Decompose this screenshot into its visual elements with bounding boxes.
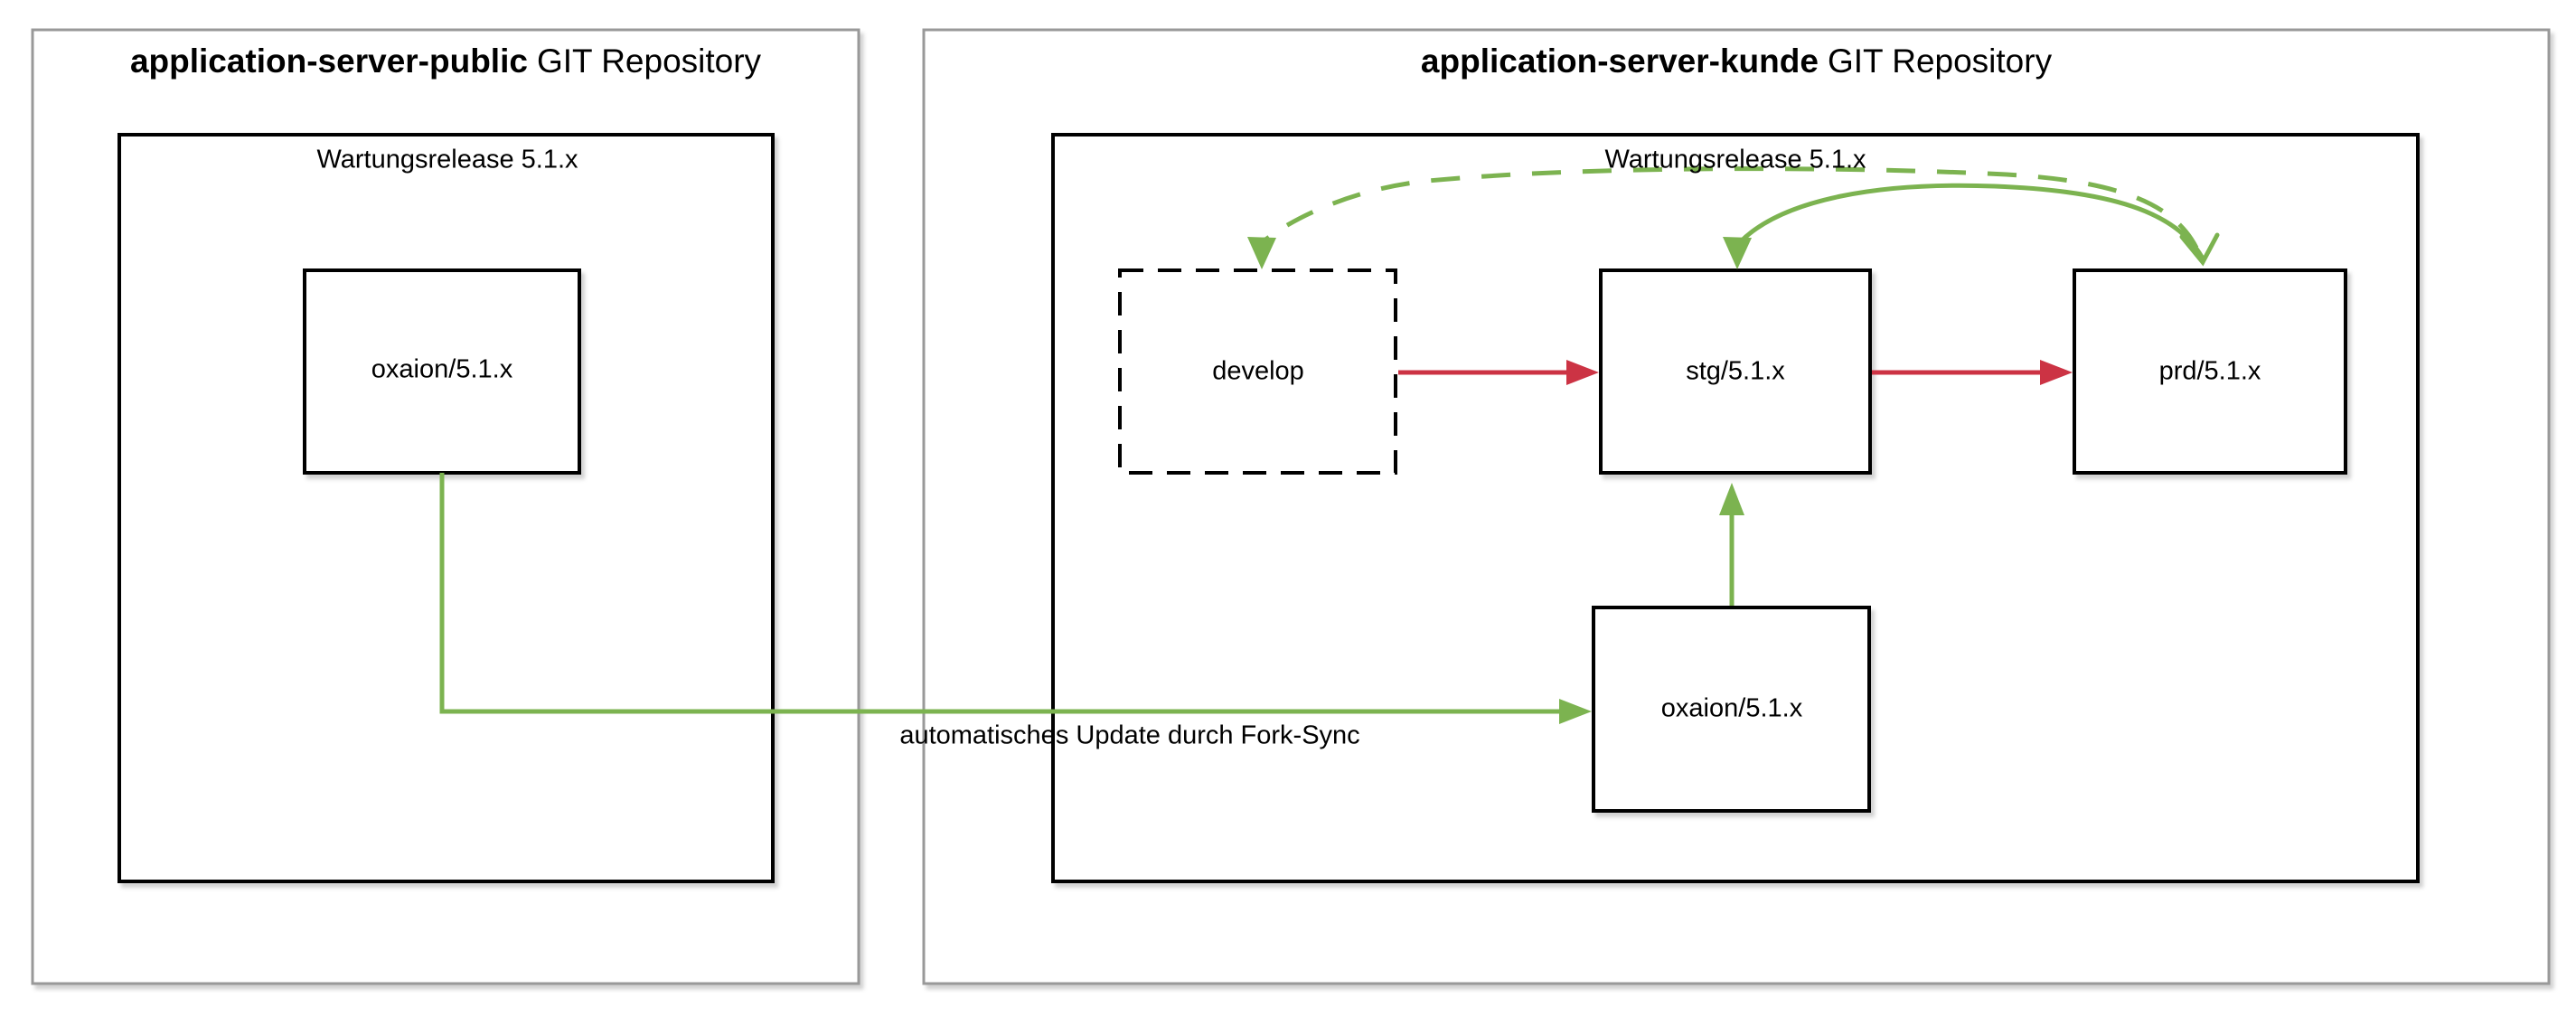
fork-sync-edge-label: automatisches Update durch Fork-Sync [899, 720, 1360, 750]
public-oxaion-branch-label: oxaion/5.1.x [371, 354, 513, 384]
kunde-oxaion-branch-label: oxaion/5.1.x [1660, 693, 1803, 723]
public-repo-title-bold: application-server-public [129, 42, 528, 80]
stg-branch-label: stg/5.1.x [1686, 356, 1785, 386]
red-arrow-develop-to-stg [1398, 360, 1599, 385]
kunde-repo-title-bold: application-server-kunde [1420, 42, 1819, 80]
develop-branch-label: develop [1212, 356, 1304, 386]
green-curve-prd-to-stg [1723, 183, 2220, 269]
open-arrowhead-at-prd [2179, 232, 2220, 267]
public-repo-title-suffix: GIT Repository [536, 42, 762, 80]
prd-branch-label: prd/5.1.x [2158, 356, 2261, 386]
public-wartungsrelease-group [118, 133, 775, 883]
fork-sync-arrow [439, 473, 1592, 724]
red-arrow-stg-to-prd [1872, 360, 2073, 385]
kunde-group-label: Wartungsrelease 5.1.x [1604, 145, 1866, 174]
stg-branch-box [1599, 268, 1872, 475]
green-dashed-curve-prd-to-develop [1247, 166, 2199, 269]
green-arrow-oxaion-to-stg [1719, 483, 1744, 606]
develop-branch-box [1118, 268, 1397, 475]
public-group-label: Wartungsrelease 5.1.x [316, 145, 578, 174]
prd-branch-box [2073, 268, 2347, 475]
kunde-repo-title-suffix: GIT Repository [1827, 42, 2053, 80]
kunde-oxaion-branch-box [1592, 606, 1871, 813]
